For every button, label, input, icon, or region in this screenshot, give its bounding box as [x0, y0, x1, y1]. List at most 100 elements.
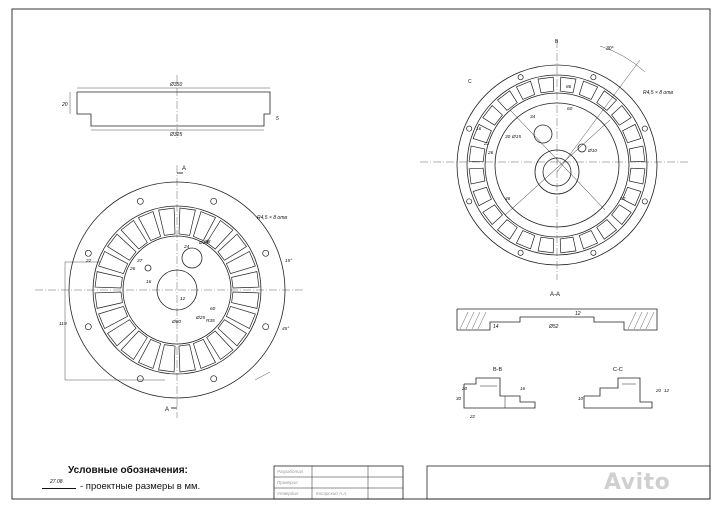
rear-slot [628, 167, 646, 185]
rear-dim-10: 16 [476, 126, 482, 132]
front-dim-6: 16 [146, 279, 152, 285]
front-slot [225, 251, 256, 275]
rear-slot [622, 186, 642, 207]
front-slot [106, 319, 137, 347]
rear-section-mark-c: C [468, 79, 472, 85]
section-bb-dim-1: 30 [456, 396, 462, 401]
front-mount-hole [136, 197, 144, 205]
front-slot [120, 330, 148, 361]
rear-slot [496, 219, 518, 240]
rear-slot [468, 167, 486, 185]
front-slot [206, 330, 234, 361]
rear-slot [482, 104, 503, 126]
front-view [35, 165, 305, 418]
front-slot [192, 211, 216, 242]
front-mount-hole [84, 323, 92, 331]
rear-slot [611, 204, 632, 226]
front-mount-holes [84, 197, 270, 383]
side-dim-height: 20 [61, 102, 68, 108]
front-section-mark-bottom: A [165, 407, 169, 413]
front-mount-hole [210, 197, 218, 205]
rear-slot [472, 186, 492, 207]
rear-hole-note: R4,5 × 8 отв [643, 90, 673, 96]
rear-slots [468, 76, 646, 254]
section-aa [456, 308, 658, 331]
section-bb-dim-4: 22 [469, 414, 476, 419]
rear-dim-4: 30 [505, 134, 511, 140]
section-bb-dim-2: 20 [461, 386, 468, 391]
side-dim-edge: 5 [276, 116, 279, 122]
section-bb-dim-3: 16 [520, 386, 526, 391]
side-view [69, 75, 271, 140]
rear-view [420, 40, 690, 280]
section-aa-dim-3: 12 [575, 311, 581, 317]
legend-sample-value: 27.08 [50, 478, 63, 485]
front-slot [106, 233, 137, 261]
rear-dim-5: Ø15 [511, 134, 521, 140]
section-bb-label: B-B [493, 367, 503, 373]
rear-mount-hole [641, 198, 648, 205]
section-aa-dim-1: Ø52 [548, 324, 559, 330]
rear-slot [537, 76, 555, 94]
rear-dim-2: 60 [567, 106, 573, 112]
front-slot [158, 344, 176, 373]
rear-mount-hole [641, 125, 648, 132]
side-dim-top: Ø350 [169, 82, 182, 88]
rear-slot [628, 145, 646, 163]
front-dim-13: Ø80 [171, 319, 181, 325]
rear-slot [578, 230, 599, 250]
front-dim-9: Ø25 [195, 315, 205, 321]
section-cc-dim-1: 10 [578, 396, 584, 401]
rear-slot [496, 90, 518, 111]
front-slot [225, 305, 256, 329]
front-slot [206, 219, 234, 250]
legend-description: - проектные размеры в мм. [80, 481, 201, 492]
front-dim-10: 15° [285, 258, 292, 264]
front-slot [178, 344, 196, 373]
front-hole-note: R4,5 × 8 отв [257, 215, 287, 221]
front-dim-15: 60 [210, 306, 216, 312]
front-mount-hole [136, 375, 144, 383]
rear-slot [596, 90, 618, 111]
front-slot [138, 211, 162, 242]
title-block [273, 465, 711, 500]
front-dim-11: 45° [282, 326, 289, 332]
legend-sample-dimension: 27.08 [42, 478, 76, 492]
section-bb [463, 377, 536, 409]
front-slot [98, 305, 129, 329]
front-dim-5: 26 [129, 266, 136, 272]
front-slot [94, 291, 123, 309]
front-slot [192, 338, 216, 369]
rear-slot [611, 104, 632, 126]
rear-slot [559, 236, 577, 254]
front-slot [120, 219, 148, 250]
rear-dim-11: 26 [487, 150, 494, 156]
rear-dim-3: 34 [530, 114, 536, 120]
front-slot [231, 271, 260, 289]
section-aa-dim-2: 14 [493, 324, 499, 330]
front-slot [231, 291, 260, 309]
front-slot [94, 271, 123, 289]
section-aa-label: A-A [550, 292, 560, 298]
rear-dim-6: Ø10 [587, 148, 597, 154]
rear-mount-holes [466, 74, 648, 256]
rear-dim-1: 86 [566, 84, 572, 90]
rear-slot [578, 80, 599, 100]
rear-slot [472, 123, 492, 144]
rear-angle-dim: 30° [606, 46, 614, 52]
rear-dim-8: 46 [505, 196, 511, 202]
avito-watermark: Avito [604, 470, 671, 495]
front-dim-12: 119 [59, 321, 67, 327]
front-dim-4: 37 [137, 258, 143, 264]
section-cc-dim-2: 20 [655, 388, 662, 393]
front-slot [138, 338, 162, 369]
title-block-row-3: Утвердил [277, 491, 299, 496]
front-dim-8: R35 [206, 318, 215, 324]
section-cc [583, 377, 653, 409]
front-mount-hole [210, 375, 218, 383]
front-dim-3: Ø20 [198, 240, 208, 246]
front-slot [217, 319, 248, 347]
front-dim-14: 12 [180, 296, 186, 302]
rear-slot [468, 145, 486, 163]
